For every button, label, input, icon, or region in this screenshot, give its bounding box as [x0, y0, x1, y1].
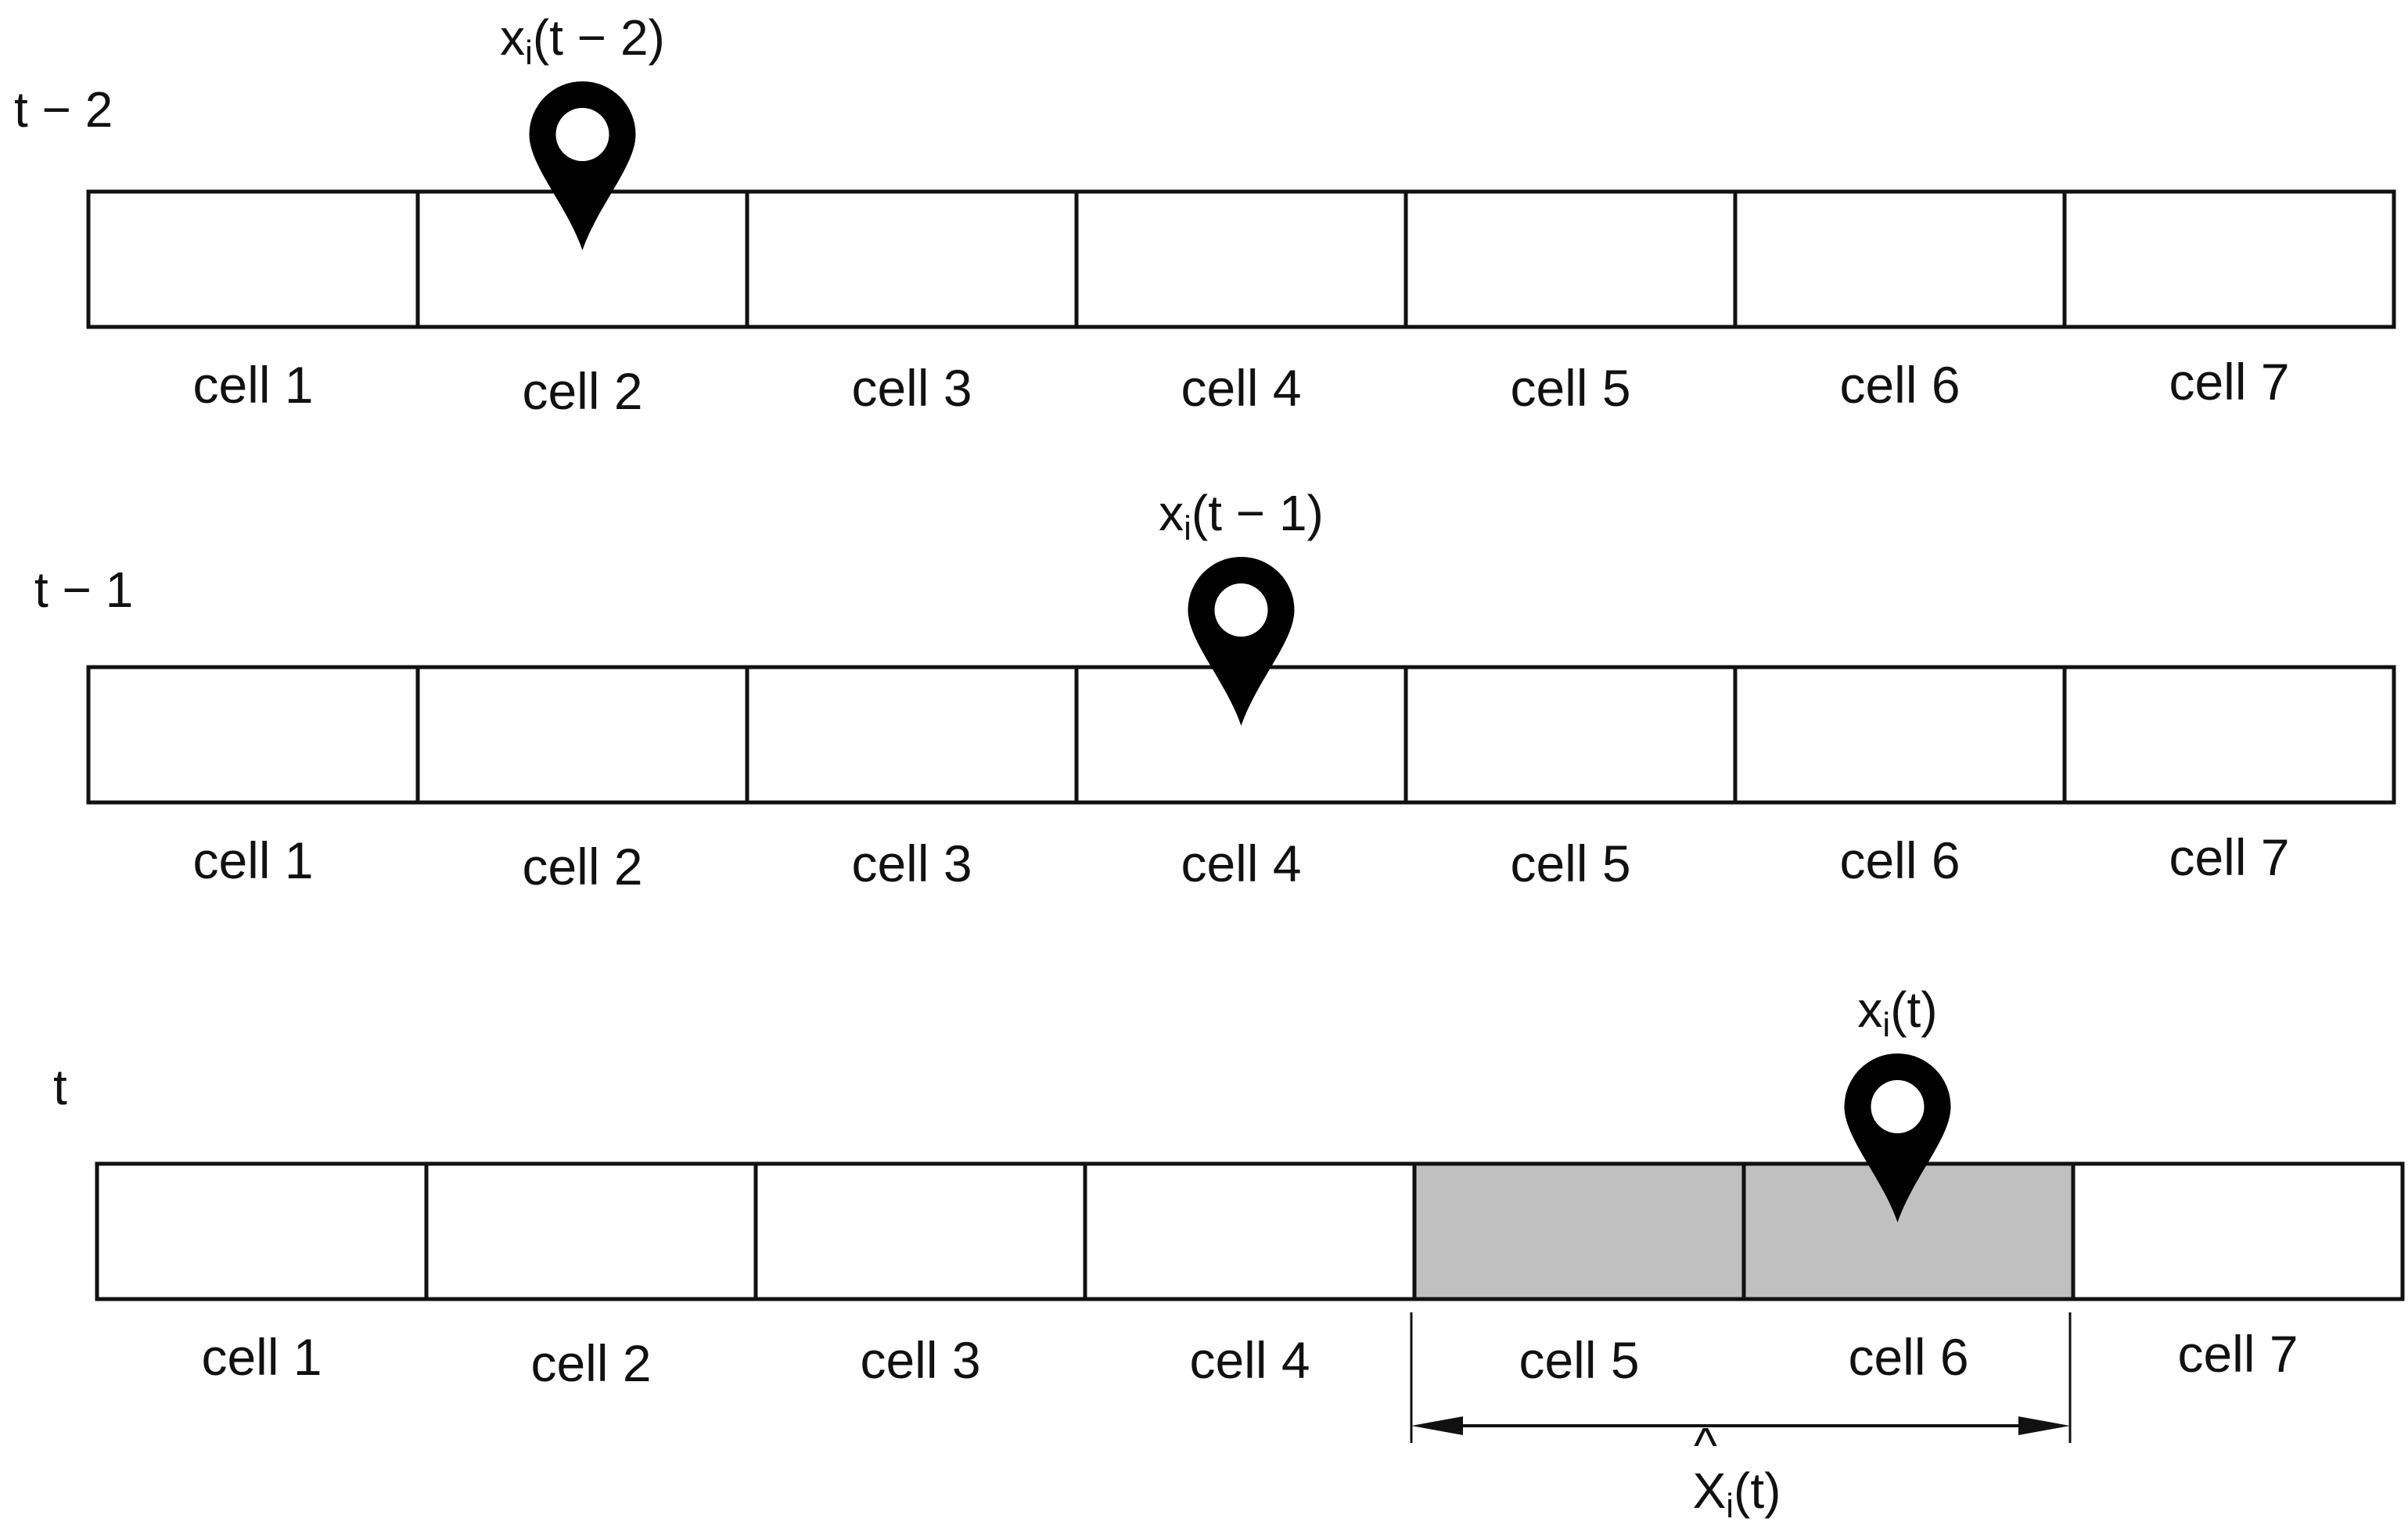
cell-box	[2071, 1161, 2405, 1301]
cell-label: cell 7	[2169, 353, 2289, 411]
location-pin-icon	[529, 81, 636, 250]
cell-label: cell 3	[860, 1331, 980, 1389]
cell-box	[2062, 665, 2396, 805]
cell-label: cell 1	[192, 356, 313, 414]
cell-label: cell 2	[522, 838, 642, 896]
cell-box	[86, 665, 420, 805]
cell-box	[86, 189, 420, 329]
cell-label: cell 5	[1518, 1331, 1639, 1389]
cell-box	[1083, 1161, 1417, 1301]
position-label: xi(t − 1)	[1159, 485, 1324, 547]
timeline-row: t cell 1 cell 2 cell 3 cell 4 cell 5 cell 6 cel…	[53, 982, 2405, 1392]
cell-box	[424, 1161, 758, 1301]
cell-label: cell 5	[1510, 359, 1630, 417]
cell-label: cell 2	[522, 362, 642, 420]
cell-label: cell 1	[192, 831, 313, 889]
cell-box-highlighted	[1412, 1161, 1746, 1301]
location-pin-icon	[1188, 557, 1295, 726]
cell-label: cell 6	[1839, 831, 1960, 889]
time-label: t	[53, 1059, 67, 1115]
cell-box	[95, 1161, 429, 1301]
cell-label: cell 7	[2169, 828, 2289, 886]
cell-label: cell 7	[2177, 1325, 2298, 1383]
timeline-row: t − 1 cell 1 cell 2 cell 3 cell 4 cell 5 cell …	[34, 485, 2396, 896]
cell-label: cell 6	[1848, 1328, 1968, 1386]
cell-box	[1403, 189, 1738, 329]
cell-label: cell 2	[530, 1334, 651, 1392]
cell-label: cell 3	[851, 359, 972, 417]
cell-label: cell 4	[1189, 1331, 1310, 1389]
estimate-hat: ^	[1694, 1417, 1717, 1473]
cell-label: cell 1	[201, 1328, 322, 1386]
time-label: t − 1	[34, 562, 133, 618]
cell-box	[745, 665, 1079, 805]
cell-box	[1074, 189, 1408, 329]
double-arrow-icon	[1411, 1416, 2070, 1435]
location-pin-icon	[1844, 1053, 1951, 1222]
cell-label: cell 3	[851, 834, 972, 892]
cell-box	[415, 665, 749, 805]
estimate-label: Xi(t)	[1693, 1463, 1781, 1525]
cell-box	[753, 1161, 1087, 1301]
cell-box	[1403, 665, 1738, 805]
cell-box	[2062, 189, 2396, 329]
range-annotation: ^Xi(t)	[1410, 1312, 2072, 1525]
cell-label: cell 4	[1181, 834, 1301, 892]
cell-box	[745, 189, 1079, 329]
cell-label: cell 6	[1839, 356, 1960, 414]
time-label: t − 2	[14, 81, 113, 138]
cell-box	[1733, 665, 2067, 805]
position-label: xi(t − 2)	[500, 9, 665, 72]
position-label: xi(t)	[1857, 982, 1937, 1044]
timeline-row: t − 2 cell 1 cell 2 cell 3 cell 4 cell 5 cell …	[14, 9, 2396, 420]
cell-label: cell 5	[1510, 834, 1630, 892]
cell-box	[1733, 189, 2067, 329]
cell-label: cell 4	[1181, 359, 1301, 417]
